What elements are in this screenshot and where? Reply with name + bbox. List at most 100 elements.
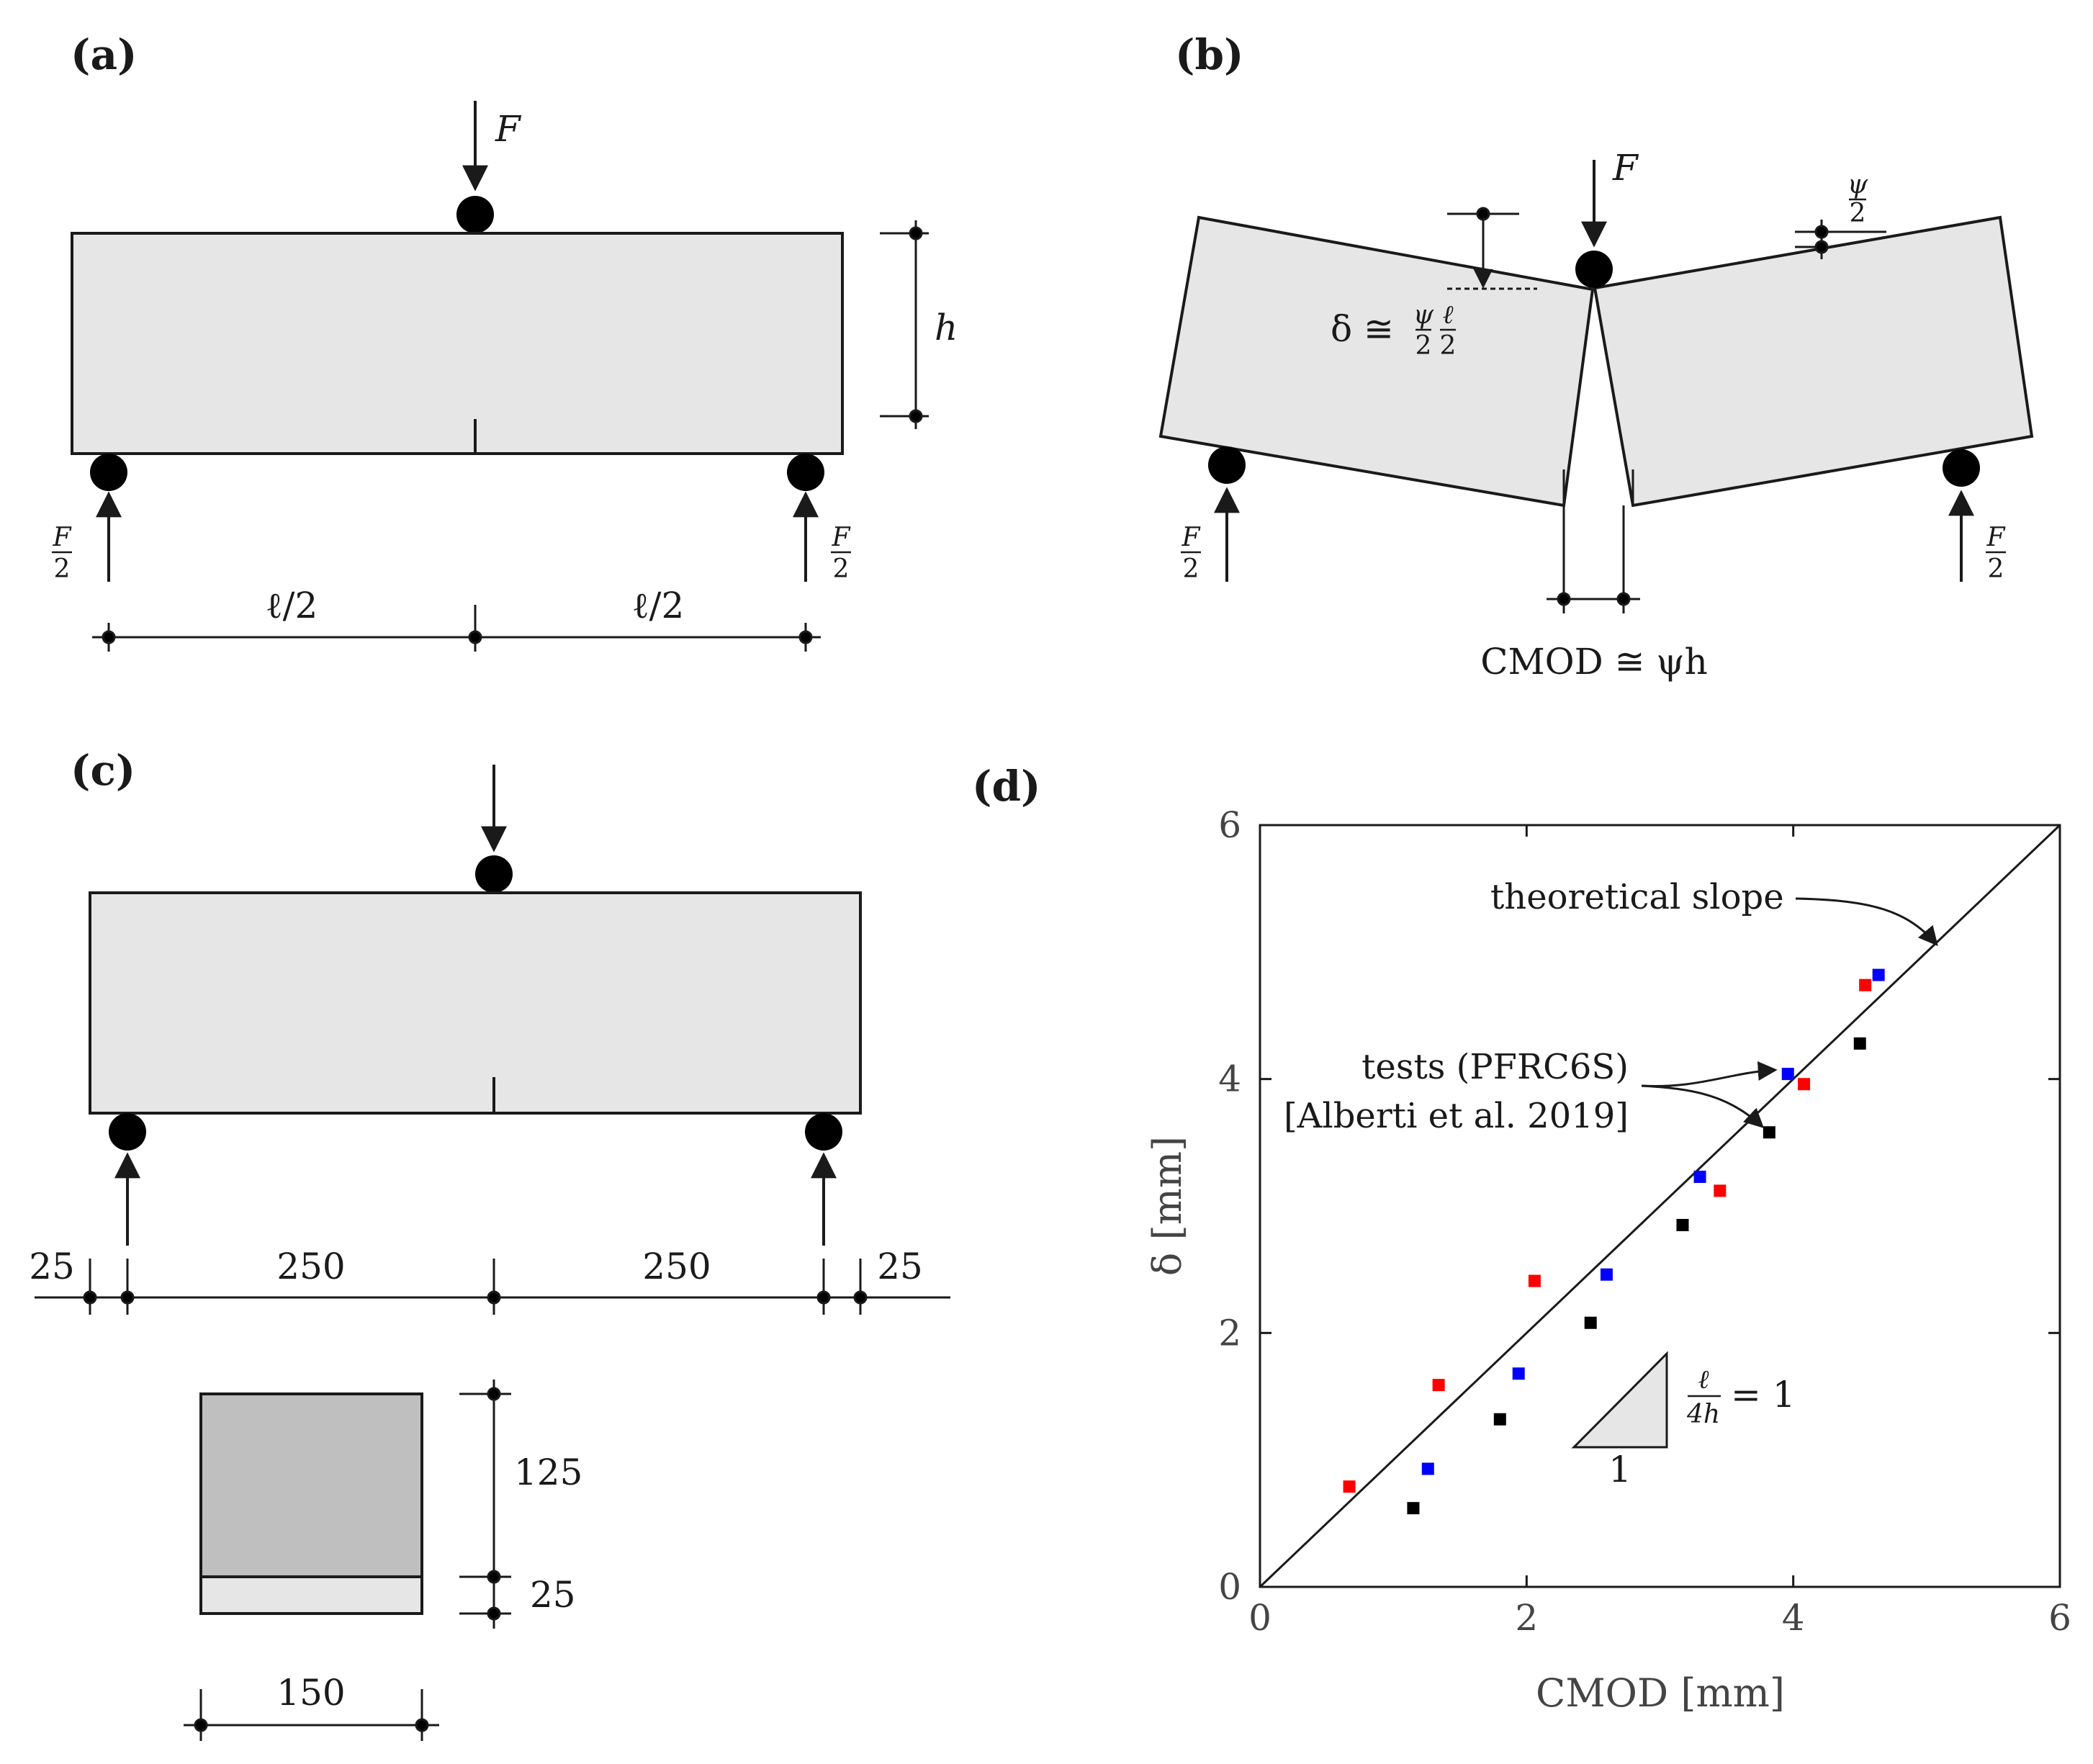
panel-b-label: (b) xyxy=(1175,30,1243,79)
support-roller-right xyxy=(805,1113,842,1151)
support-roller-left xyxy=(109,1113,146,1151)
force-label: F xyxy=(1612,147,1639,189)
half-force-right-den: 2 xyxy=(1988,554,2004,584)
deflection-two: 2 xyxy=(1440,331,1457,361)
data-point xyxy=(1763,1126,1775,1139)
panel-c: (c) 25 250 250 25 xyxy=(29,746,950,1741)
data-points xyxy=(1343,968,1885,1515)
beam xyxy=(71,232,844,455)
plot-frame xyxy=(1259,824,2061,1588)
deflection-two: 2 xyxy=(1415,331,1432,361)
data-point xyxy=(1714,1184,1727,1197)
y-tick-label: 6 xyxy=(1218,804,1241,846)
x-tick-label: 0 xyxy=(1248,1597,1271,1639)
half-force-left-num: F xyxy=(53,523,73,552)
support-roller-right xyxy=(787,454,824,491)
data-point xyxy=(1797,1078,1810,1091)
section-width-label: 150 xyxy=(276,1672,345,1714)
panel-c-label: (c) xyxy=(71,746,135,795)
slope-num: ℓ xyxy=(1698,1365,1709,1395)
dim-overhang-left: 25 xyxy=(29,1246,75,1287)
panel-b: (b) F F 2 F 2 δ ≅ ψ 2 ℓ 2 xyxy=(1158,30,2034,683)
data-point xyxy=(1512,1367,1525,1380)
section-height-bottom: 25 xyxy=(530,1574,576,1616)
section-height-top: 125 xyxy=(514,1452,582,1493)
section-width-dimension xyxy=(184,1689,439,1741)
tests-label-line1: tests (PFRC6S) xyxy=(1361,1047,1629,1087)
rotation-two: 2 xyxy=(1850,199,1866,228)
data-point xyxy=(1432,1379,1445,1392)
tests-leader-lower xyxy=(1641,1084,1764,1128)
cross-section-notch xyxy=(199,1575,423,1615)
tests-leader-upper xyxy=(1641,1061,1778,1087)
dim-overhang-right: 25 xyxy=(877,1246,923,1287)
half-force-left-den: 2 xyxy=(1183,554,1199,584)
y-axis-title: δ [mm] xyxy=(1145,1136,1190,1276)
data-point xyxy=(1528,1274,1541,1287)
dim-span-right: 250 xyxy=(642,1246,711,1287)
data-point xyxy=(1872,968,1885,981)
dim-span-left: 250 xyxy=(276,1246,345,1287)
data-point xyxy=(1676,1218,1689,1231)
beam-half-right xyxy=(1593,215,2034,508)
data-point xyxy=(1781,1068,1794,1081)
height-dimension xyxy=(880,220,929,429)
slope-eq: = 1 xyxy=(1731,1374,1796,1416)
tests-label-line2: [Alberti et al. 2019] xyxy=(1284,1096,1629,1136)
cmod-eq: CMOD ≅ ψh xyxy=(1480,641,1708,683)
data-point xyxy=(1600,1268,1613,1281)
span-right-label: ℓ/2 xyxy=(632,585,685,626)
support-roller-right xyxy=(1943,449,1980,487)
load-roller xyxy=(475,855,513,893)
half-force-left-num: F xyxy=(1181,523,1202,552)
x-tick-label: 4 xyxy=(1782,1597,1805,1639)
section-height-dimension xyxy=(459,1380,511,1629)
half-force-right-num: F xyxy=(832,523,852,552)
support-roller-left xyxy=(90,454,127,491)
span-dimension xyxy=(92,605,821,652)
deflection-eq: δ ≅ xyxy=(1331,308,1394,350)
deflection-ell: ℓ xyxy=(1443,300,1454,330)
panel-a-label: (a) xyxy=(71,30,137,79)
data-point xyxy=(1493,1413,1506,1426)
half-force-left-den: 2 xyxy=(54,554,71,584)
force-label: F xyxy=(495,108,522,150)
height-label: h xyxy=(935,307,958,348)
support-roller-left xyxy=(1208,446,1246,484)
cross-section-ligament xyxy=(199,1392,423,1578)
slope-den: 4h xyxy=(1686,1400,1720,1429)
theoretical-slope-label: theoretical slope xyxy=(1490,877,1784,917)
slope-triangle xyxy=(1571,1351,1668,1449)
data-point xyxy=(1853,1037,1866,1050)
data-point xyxy=(1421,1462,1434,1475)
half-force-right-den: 2 xyxy=(833,554,850,584)
data-point xyxy=(1859,978,1872,991)
y-tick-label: 2 xyxy=(1218,1312,1241,1354)
x-tick-label: 6 xyxy=(2048,1597,2071,1639)
beam xyxy=(89,891,862,1115)
rotation-psi: ψ xyxy=(1847,170,1868,199)
load-roller xyxy=(1575,251,1613,288)
theoretical-line xyxy=(1259,824,2061,1588)
deflection-dimension xyxy=(1447,207,1537,290)
half-force-right-num: F xyxy=(1986,523,2007,552)
data-point xyxy=(1693,1170,1706,1183)
slope-base-label: 1 xyxy=(1608,1449,1631,1490)
data-point xyxy=(1407,1502,1420,1515)
span-left-label: ℓ/2 xyxy=(266,585,318,626)
x-tick-label: 2 xyxy=(1515,1597,1538,1639)
panel-d-label: (d) xyxy=(972,762,1040,811)
y-tick-label: 4 xyxy=(1218,1058,1241,1100)
deflection-psi: ψ xyxy=(1413,300,1434,330)
x-axis-title: CMOD [mm] xyxy=(1536,1670,1785,1716)
theoretical-slope-leader xyxy=(1795,897,1938,947)
panel-a: (a) F F 2 F 2 h xyxy=(52,30,958,652)
cmod-dimension xyxy=(1547,505,1640,613)
data-point xyxy=(1584,1316,1597,1329)
rotation-dimension xyxy=(1795,220,1886,259)
load-roller xyxy=(456,196,494,233)
data-point xyxy=(1343,1480,1356,1493)
